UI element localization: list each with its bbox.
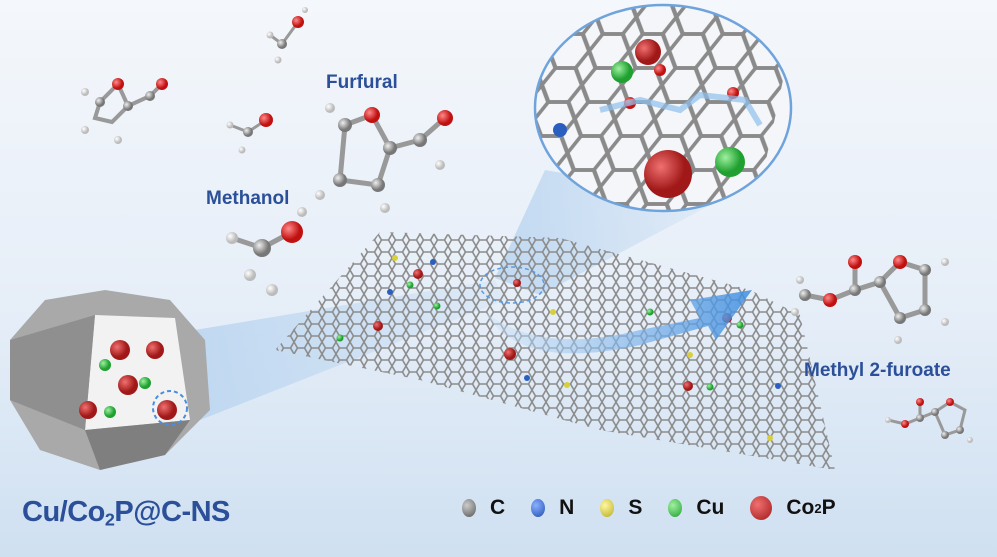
sulfur-ball-icon [600, 499, 615, 517]
legend-label: Cu [696, 496, 725, 519]
catalyst-label: Cu/Co2P@C-NS [22, 496, 230, 530]
furfural-molecule [315, 103, 453, 213]
reaction-arrow [485, 290, 752, 354]
catalyst-label-prefix: Cu/Co [22, 496, 105, 528]
legend-label-suffix: P [821, 496, 836, 519]
catalyst-label-suffix: P@C-NS [114, 496, 230, 528]
catalyst-polyhedron [10, 290, 210, 470]
legend-label: C [490, 496, 506, 519]
legend-item-n: N [531, 496, 574, 520]
legend-label: N [559, 496, 575, 519]
copper-ball-icon [668, 499, 683, 517]
carbon-ball-icon [462, 499, 476, 517]
furfural-molecule-small [81, 78, 168, 144]
legend-label: S [628, 496, 643, 519]
product-label: Methyl 2-furoate [804, 360, 951, 381]
legend-item-cu: Cu [668, 496, 724, 520]
furfural-label: Furfural [326, 72, 398, 93]
catalyst-label-subscript: 2 [104, 509, 115, 530]
methanol-molecule [226, 207, 307, 296]
legend-item-s: S [600, 496, 642, 520]
methanol-label: Methanol [206, 188, 290, 209]
cobalt-phosphide-ball-icon [750, 496, 773, 520]
methanol-molecule-small-1 [266, 7, 308, 64]
legend-item-c: C [462, 496, 505, 520]
nitrogen-ball-icon [531, 499, 546, 517]
methanol-molecule-small-2 [226, 113, 273, 154]
methyl-furoate-molecule-small [885, 398, 973, 443]
legend-label-subscript: 2 [814, 500, 822, 516]
legend-label: Co [786, 496, 815, 519]
zoomed-surface [533, 3, 793, 213]
methyl-furoate-molecule [791, 255, 949, 344]
